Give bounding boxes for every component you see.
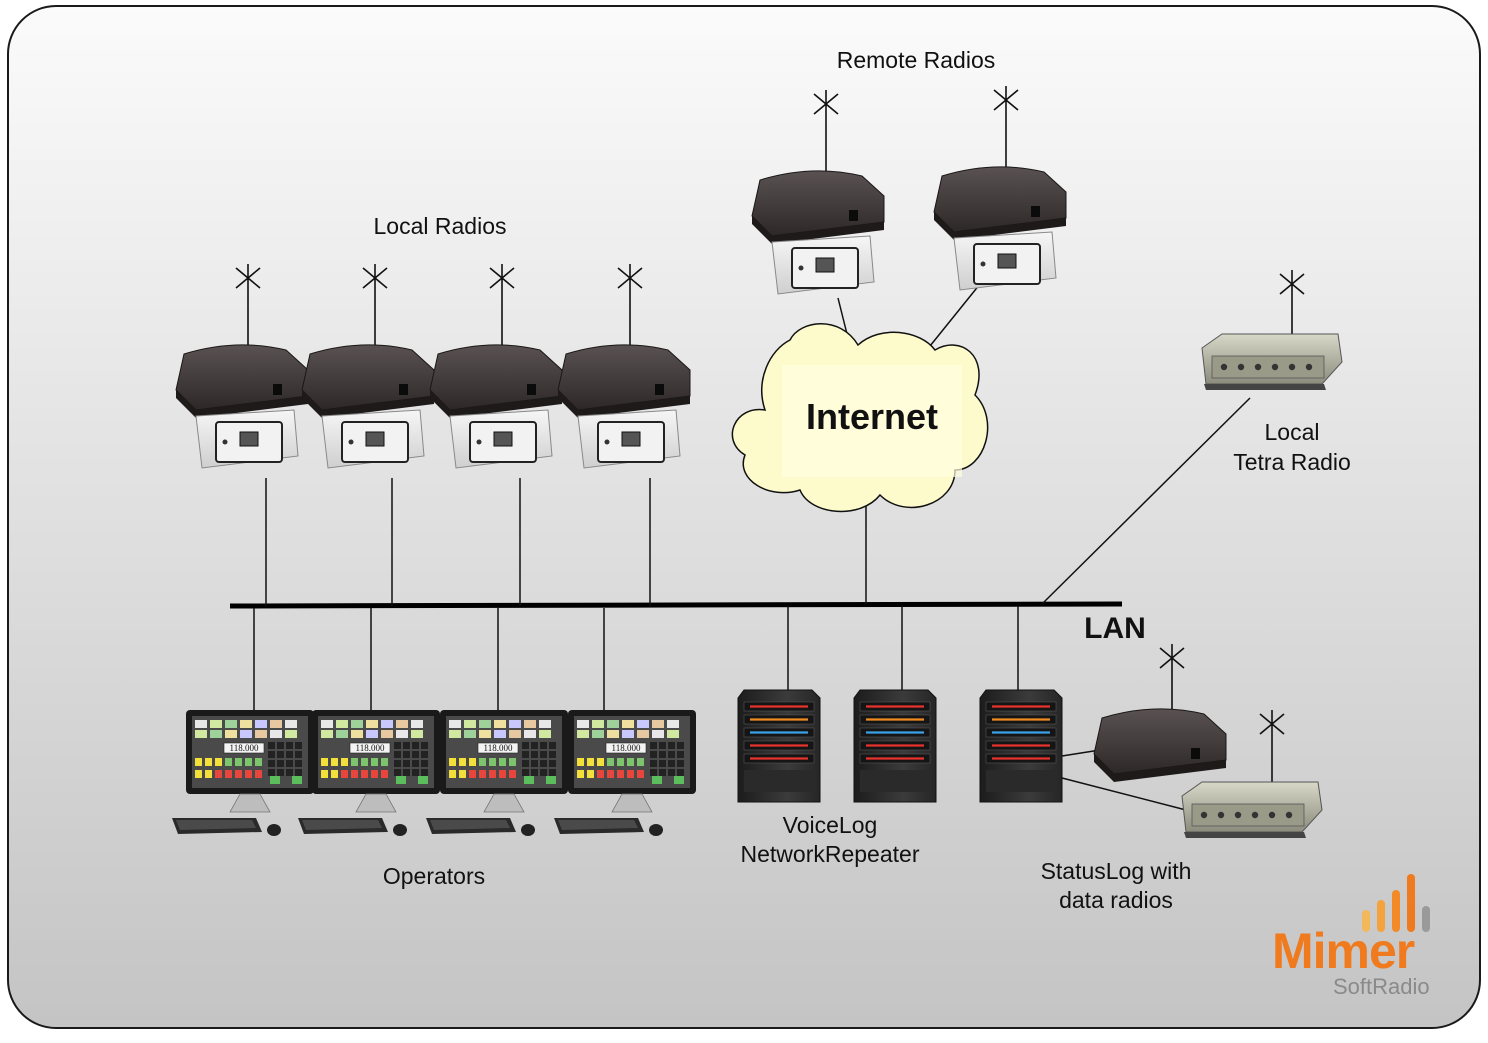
- monitor-display-text: 118.000: [484, 743, 513, 753]
- operator-console-4: 118.000: [554, 710, 696, 836]
- link-tetra-lan: [1041, 397, 1251, 605]
- server-network-repeater: [853, 689, 937, 803]
- data-radio-tetra: [1181, 781, 1323, 838]
- local-radio-4: [557, 344, 691, 469]
- internet-cloud: [731, 323, 989, 513]
- antenna-tetra: [1279, 270, 1305, 336]
- antenna-local-1: [235, 264, 261, 346]
- label-local-tetra-line1: Local: [1264, 419, 1320, 445]
- label-local-tetra-line2: Tetra Radio: [1233, 449, 1351, 475]
- background-panel: [7, 5, 1481, 1029]
- link-statuslog-data-radio-1: [1061, 749, 1101, 757]
- antenna-local-3: [489, 264, 515, 346]
- logo-name: Mimer: [1272, 923, 1415, 979]
- label-statuslog-line1: StatusLog with: [1040, 858, 1192, 884]
- local-radio-1: [175, 344, 309, 469]
- logo-bar-5: [1422, 906, 1430, 932]
- operator-console-3: 118.000: [426, 710, 568, 836]
- connection-lines: [253, 283, 1251, 811]
- logo-bar-2: [1377, 900, 1385, 932]
- label-statuslog-line2: data radios: [1059, 887, 1173, 913]
- data-radio-motorola: [1093, 708, 1227, 782]
- lan-bus: [229, 601, 1123, 609]
- logo-bar-4: [1407, 874, 1415, 932]
- link-remote2-internet: [929, 283, 981, 347]
- local-radio-2: [301, 344, 435, 469]
- server-voicelog: [737, 689, 821, 803]
- antenna-local-4: [617, 264, 643, 346]
- monitor-display-text: 118.000: [356, 743, 385, 753]
- mimer-logo: [1362, 874, 1430, 932]
- operator-console-1: 118.000: [172, 710, 314, 836]
- monitor-display-text: 118.000: [230, 743, 259, 753]
- local-radio-3: [429, 344, 563, 469]
- logo-bar-3: [1392, 890, 1400, 932]
- antenna-remote-2: [993, 86, 1019, 168]
- label-network-repeater: NetworkRepeater: [740, 841, 920, 867]
- antenna-remote-1: [813, 90, 839, 172]
- label-remote-radios: Remote Radios: [836, 47, 996, 73]
- link-statuslog-data-radio-2: [1061, 777, 1187, 811]
- label-lan: LAN: [1084, 612, 1146, 645]
- label-local-radios: Local Radios: [373, 213, 507, 239]
- antenna-data-radio-2: [1259, 710, 1285, 782]
- antenna-data-radio-1: [1159, 644, 1185, 712]
- monitor-display-text: 118.000: [612, 743, 641, 753]
- remote-radio-1: [751, 170, 885, 295]
- remote-radio-2: [933, 166, 1067, 291]
- antenna-local-2: [362, 264, 388, 346]
- logo-sub: SoftRadio: [1333, 974, 1430, 999]
- label-voicelog: VoiceLog: [782, 812, 878, 838]
- logo-bar-1: [1362, 910, 1370, 932]
- local-tetra-radio: [1201, 333, 1343, 390]
- server-statuslog: [979, 689, 1063, 803]
- label-internet: Internet: [805, 396, 938, 437]
- operator-console-2: 118.000: [298, 710, 440, 836]
- label-operators: Operators: [382, 863, 486, 889]
